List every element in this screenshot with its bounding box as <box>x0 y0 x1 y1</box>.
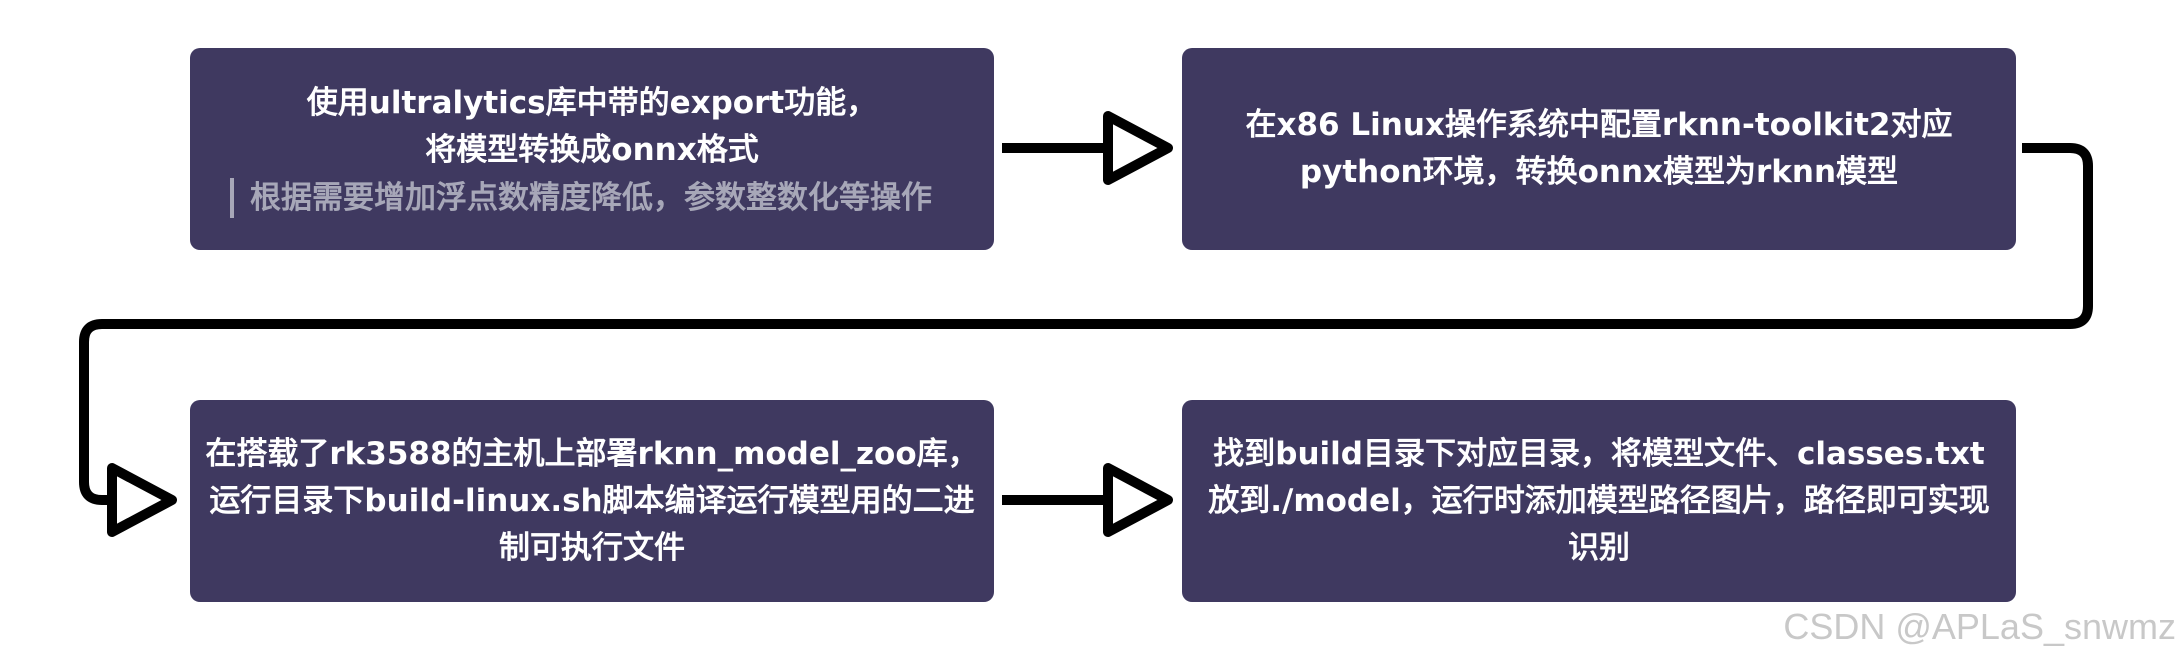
step-text-line: 放到./model，运行时添加模型路径图片，路径即可实现 <box>1208 482 1990 519</box>
step-text-line: 找到build目录下对应目录，将模型文件、classes.txt <box>1213 435 1985 472</box>
step-build-binary: 在搭载了rk3588的主机上部署rknn_model_zoo库， 运行目录下bu… <box>190 400 994 602</box>
watermark: CSDN @APLaS_snwmz <box>1783 606 2176 647</box>
step-text-line: 使用ultralytics库中带的export功能， <box>306 85 878 121</box>
step-note: 根据需要增加浮点数精度降低，参数整数化等操作 <box>230 178 932 218</box>
step-text-line: 将模型转换成onnx格式 <box>425 132 759 168</box>
arrowhead-build-to-run <box>1103 463 1173 537</box>
edge-convert-to-build <box>79 143 2093 505</box>
step-text-line: 识别 <box>1568 529 1630 566</box>
step-text-line: python环境，转换onnx模型为rknn模型 <box>1299 154 1899 190</box>
step-text-line: 制可执行文件 <box>499 529 685 566</box>
step-export-onnx: 使用ultralytics库中带的export功能， 将模型转换成onnx格式 … <box>190 48 994 250</box>
step-text-line: 在x86 Linux操作系统中配置rknn-toolkit2对应 <box>1245 107 1953 143</box>
arrowhead-export-to-convert <box>1103 111 1173 185</box>
step-text-line: 运行目录下build-linux.sh脚本编译运行模型用的二进 <box>209 482 975 519</box>
step-text-line: 在搭载了rk3588的主机上部署rknn_model_zoo库， <box>205 435 979 472</box>
step-convert-rknn: 在x86 Linux操作系统中配置rknn-toolkit2对应 python环… <box>1182 48 2016 250</box>
step-run-recognition: 找到build目录下对应目录，将模型文件、classes.txt 放到./mod… <box>1182 400 2016 602</box>
arrowhead-convert-to-build <box>107 463 177 537</box>
